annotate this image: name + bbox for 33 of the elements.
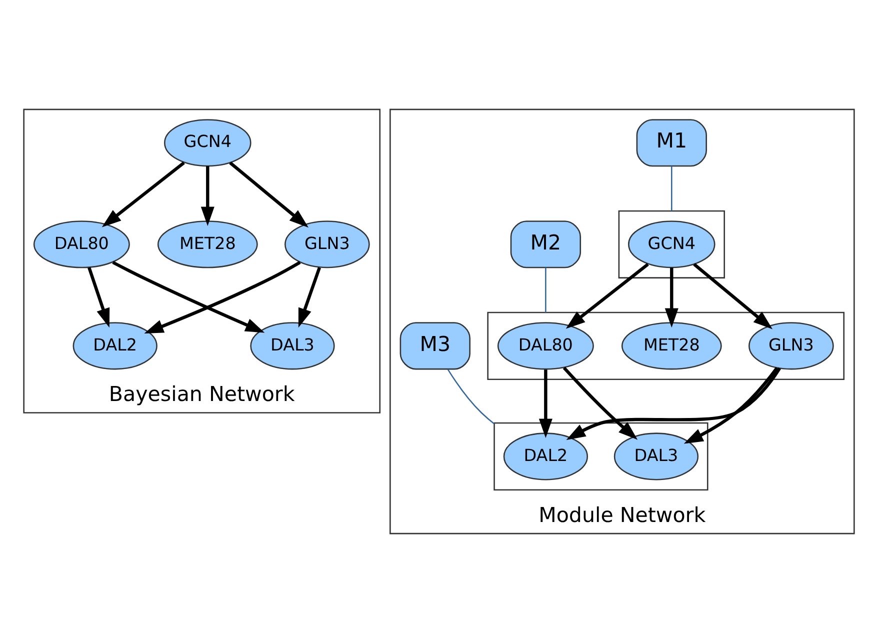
arrow — [684, 366, 778, 444]
connector — [671, 166, 672, 210]
node-box: M3 — [400, 322, 470, 370]
arrow — [693, 262, 773, 329]
node-ellipse: GLN3 — [748, 322, 834, 370]
node-ellipse: MET28 — [157, 220, 258, 268]
arrow — [298, 266, 321, 328]
node-ellipse: DAL80 — [497, 322, 594, 370]
arrow — [102, 160, 185, 227]
node-ellipse: GCN4 — [164, 118, 252, 166]
node-ellipse: GLN3 — [284, 220, 370, 268]
arrow — [538, 369, 552, 438]
arrow — [562, 366, 638, 440]
arrow — [229, 161, 309, 228]
arrow — [200, 166, 214, 226]
arrow — [112, 260, 265, 332]
node-box: M2 — [510, 220, 582, 268]
cluster — [618, 210, 725, 278]
node-ellipse: DAL3 — [614, 432, 699, 480]
arrow — [664, 267, 678, 328]
arrow — [566, 366, 781, 440]
arrow — [88, 266, 110, 328]
arrow — [144, 260, 301, 334]
node-box: M1 — [636, 118, 707, 166]
connector — [447, 368, 495, 424]
connector — [545, 267, 546, 312]
arrow — [566, 262, 649, 328]
node-ellipse: DAL3 — [250, 322, 335, 370]
node-ellipse: DAL2 — [72, 322, 158, 370]
node-ellipse: DAL2 — [503, 432, 588, 480]
node-ellipse: DAL80 — [33, 220, 130, 268]
node-ellipse: GCN4 — [628, 220, 716, 268]
node-ellipse: MET28 — [621, 322, 722, 370]
